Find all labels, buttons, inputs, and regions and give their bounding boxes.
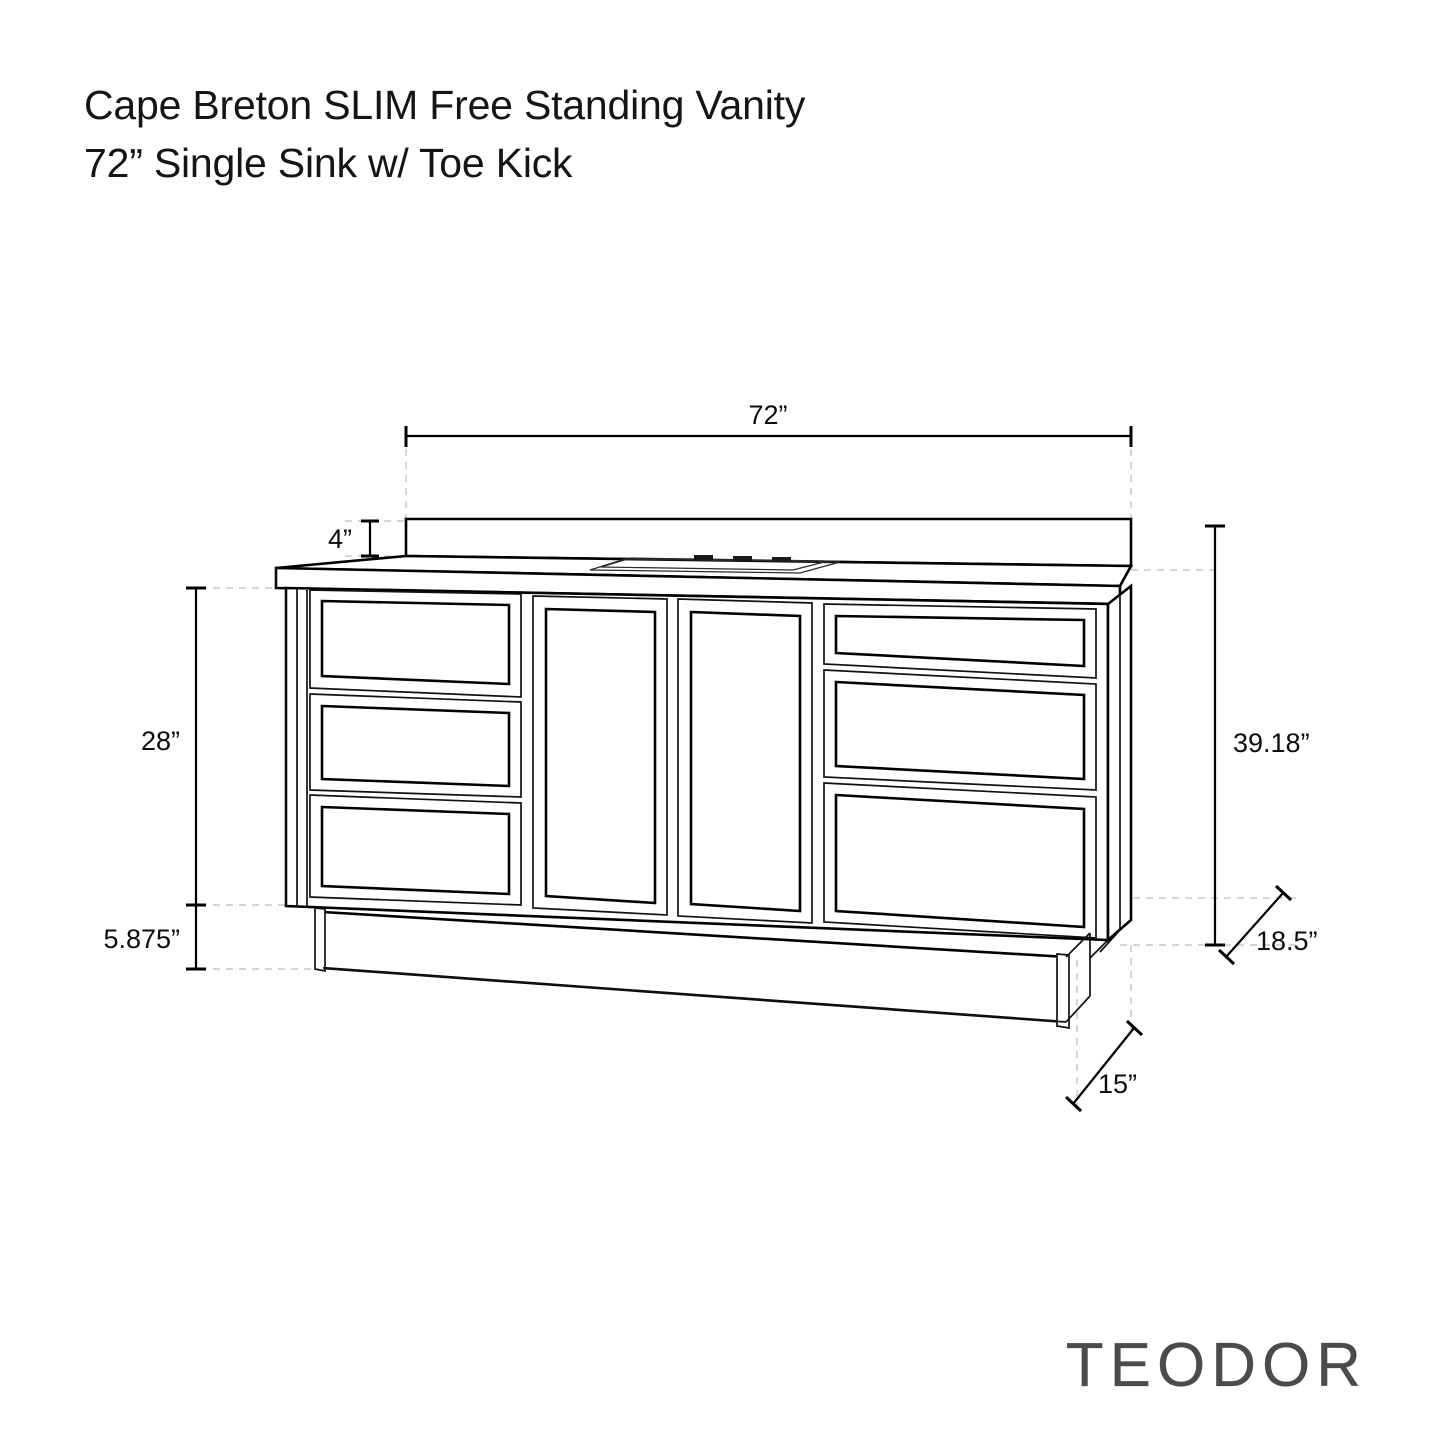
left-drawer-stack bbox=[309, 589, 522, 906]
dimension-overall-width: 72” bbox=[404, 400, 1133, 447]
sink-basin bbox=[589, 557, 841, 574]
cabinet-right-bevel bbox=[1089, 929, 1121, 959]
title-line-1: Cape Breton SLIM Free Standing Vanity bbox=[84, 82, 806, 128]
countertop bbox=[274, 554, 1134, 606]
dimension-counter-depth: 18.5” bbox=[1217, 884, 1318, 966]
dimension-cabinet-body-height: 28” bbox=[141, 586, 206, 907]
dimension-overall-height: 39.18” bbox=[1205, 524, 1310, 947]
toe-kick bbox=[314, 907, 1091, 1030]
dimension-label-counter-depth: 18.5” bbox=[1256, 926, 1318, 956]
dimension-label-overall-width: 72” bbox=[748, 400, 787, 430]
dimension-label-cabinet-body-height: 28” bbox=[141, 726, 180, 756]
cabinet-door-left[interactable] bbox=[532, 595, 668, 916]
page-title: Cape Breton SLIM Free Standing Vanity 72… bbox=[84, 76, 1084, 192]
dimension-toe-kick-height: 5.875” bbox=[103, 905, 206, 971]
drawer-front[interactable] bbox=[309, 693, 522, 798]
drawer-front[interactable] bbox=[823, 603, 1097, 679]
dimension-label-backsplash-height: 4” bbox=[328, 524, 352, 554]
drawer-front[interactable] bbox=[309, 794, 522, 906]
dimension-label-overall-height: 39.18” bbox=[1233, 728, 1310, 758]
center-doors bbox=[532, 595, 813, 924]
cabinet-door-right[interactable] bbox=[677, 598, 813, 924]
faucet-holes bbox=[694, 555, 791, 562]
drawer-front[interactable] bbox=[823, 782, 1097, 939]
drawer-front[interactable] bbox=[309, 589, 522, 698]
dimension-cabinet-depth: 15” bbox=[1064, 1019, 1144, 1113]
vanity-body bbox=[274, 517, 1134, 1030]
title-line-2: 72” Single Sink w/ Toe Kick bbox=[84, 140, 573, 187]
drawer-front[interactable] bbox=[823, 669, 1097, 791]
brand-logo: TEODOR bbox=[1065, 1331, 1367, 1400]
dimension-backsplash-height: 4” bbox=[328, 519, 379, 558]
dimension-label-cabinet-depth: 15” bbox=[1098, 1069, 1137, 1099]
right-drawer-stack bbox=[823, 603, 1097, 939]
dimension-label-toe-kick-height: 5.875” bbox=[103, 924, 180, 954]
